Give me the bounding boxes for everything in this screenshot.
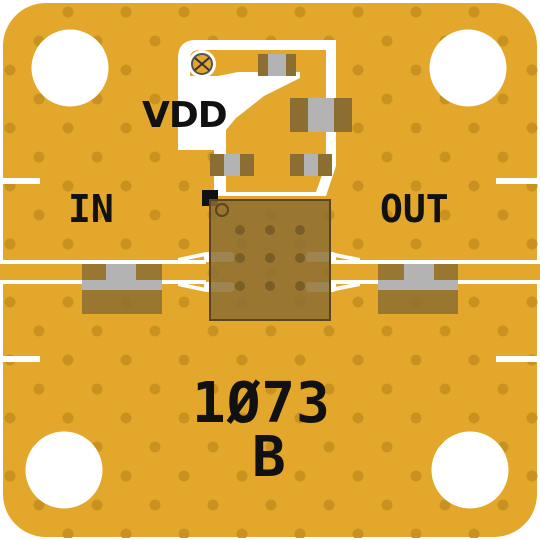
ground-icon bbox=[194, 57, 210, 71]
input-label: IN bbox=[68, 187, 114, 231]
revision-label: B bbox=[252, 425, 286, 490]
vdd-label: VDD bbox=[142, 95, 228, 136]
mounting-hole-top-left bbox=[31, 29, 109, 107]
vdd-capacitor-top bbox=[258, 54, 296, 76]
mounting-hole-bottom-left bbox=[25, 431, 103, 509]
mounting-holes bbox=[25, 29, 509, 509]
input-capacitor bbox=[82, 264, 162, 314]
vdd-resistor-left bbox=[210, 154, 254, 176]
output-label: OUT bbox=[380, 187, 449, 231]
part-number-label: 1Ø73 bbox=[192, 371, 331, 436]
output-capacitor bbox=[378, 264, 458, 314]
amplifier-chip bbox=[209, 199, 331, 321]
vdd-resistor-right bbox=[290, 154, 332, 176]
mounting-hole-bottom-right bbox=[431, 431, 509, 509]
vdd-capacitor-mid bbox=[290, 98, 352, 132]
mounting-hole-top-right bbox=[429, 29, 507, 107]
